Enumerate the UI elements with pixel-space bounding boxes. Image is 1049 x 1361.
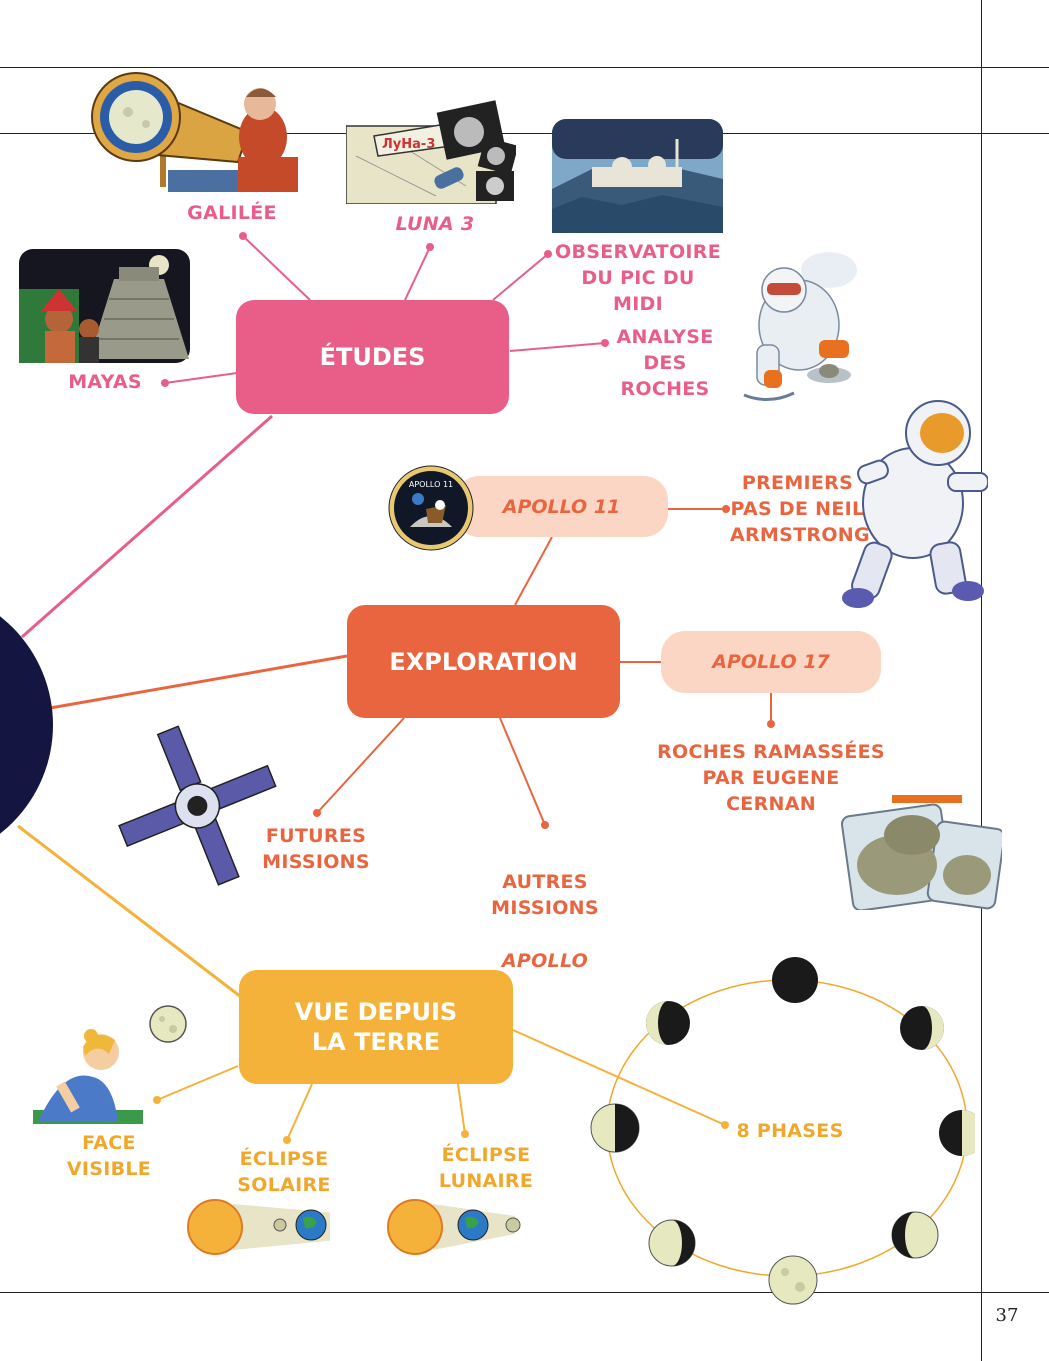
- apollo17-pill: APOLLO 17: [661, 631, 881, 693]
- connector-center-vue: [17, 824, 246, 1002]
- vue-depuis-la-terre-hub: VUE DEPUIS LA TERRE: [239, 970, 513, 1084]
- label-luna3: LUNA 3: [395, 213, 475, 235]
- bottom-rule: [0, 1292, 1049, 1293]
- apollo11-pill: APOLLO 11: [455, 476, 668, 537]
- label-phases: 8 PHASES: [736, 1120, 844, 1142]
- connector-autres: [499, 717, 546, 826]
- label-eclipse-lunaire: ÉCLIPSE LUNAIRE: [438, 1144, 534, 1193]
- astronaut-illustration: [842, 400, 988, 608]
- connector-eclipse-solaire: [286, 1083, 313, 1141]
- connector-mayas: [164, 372, 238, 384]
- connector-face-visible: [156, 1065, 239, 1101]
- label-premiers-pas: PREMIERS PAS DE NEIL ARMSTRONG: [730, 472, 870, 547]
- solar-eclipse-illustration: [187, 1199, 330, 1255]
- second-rule: [0, 133, 1049, 134]
- scientist-illustration: [743, 252, 857, 401]
- central-moon-circle: [0, 616, 53, 834]
- phase-full-moon: [768, 1255, 818, 1305]
- exploration-hub: EXPLORATION: [347, 605, 620, 718]
- phase-new-moon: [772, 957, 818, 1003]
- luna-sign-text: ЛуНа-3: [382, 137, 435, 152]
- label-observatoire: OBSERVATOIRE DU PIC DU MIDI: [555, 241, 721, 316]
- telescope-illustration: [91, 72, 298, 192]
- rock-bags-illustration: [840, 795, 1002, 910]
- connector-analyse: [509, 342, 606, 352]
- connector-eclipse-lunaire: [457, 1083, 466, 1135]
- label-mayas: MAYAS: [68, 371, 142, 393]
- small-moon-illustration: [149, 1005, 187, 1043]
- connector-galilee: [242, 235, 311, 301]
- connector-phases: [512, 1029, 726, 1126]
- right-margin-rule: [981, 0, 982, 1361]
- connector-center-etudes: [21, 414, 273, 639]
- satellite-illustration: [118, 725, 277, 886]
- girl-looking-at-moon-illustration: [33, 1029, 143, 1124]
- label-face-visible: FACE VISIBLE: [66, 1132, 152, 1181]
- label-autres: AUTRES MISSIONS APOLLO: [450, 843, 640, 974]
- connector-observatoire: [492, 253, 549, 301]
- connector-apollo11: [514, 536, 553, 606]
- observatory-illustration: [552, 119, 723, 233]
- label-analyse: ANALYSE DES ROCHES: [616, 326, 714, 401]
- apollo11-patch-illustration: APOLLO 11: [388, 465, 474, 551]
- label-eclipse-solaire: ÉCLIPSE SOLAIRE: [237, 1148, 331, 1197]
- label-futures: FUTURES MISSIONS: [262, 825, 370, 874]
- connector-luna3: [404, 246, 431, 301]
- label-autres-line1: AUTRES MISSIONS: [491, 871, 599, 920]
- luna3-photos-illustration: ЛуНа-3: [346, 100, 516, 204]
- lunar-eclipse-illustration: [387, 1199, 521, 1255]
- top-rule: [0, 67, 1049, 68]
- label-autres-line2: APOLLO: [501, 949, 589, 972]
- etudes-hub: ÉTUDES: [236, 300, 509, 414]
- label-roches: ROCHES RAMASSÉES PAR EUGENE CERNAN: [657, 741, 885, 816]
- moon-phases-illustration: [590, 957, 975, 1305]
- mayan-pyramid-illustration: [19, 249, 190, 363]
- apollo-patch-text: APOLLO 11: [409, 480, 453, 489]
- label-galilee: GALILÉE: [187, 202, 277, 224]
- connector-center-exploration: [49, 654, 348, 710]
- connector-futures: [316, 717, 405, 814]
- page-number: 37: [995, 1305, 1019, 1326]
